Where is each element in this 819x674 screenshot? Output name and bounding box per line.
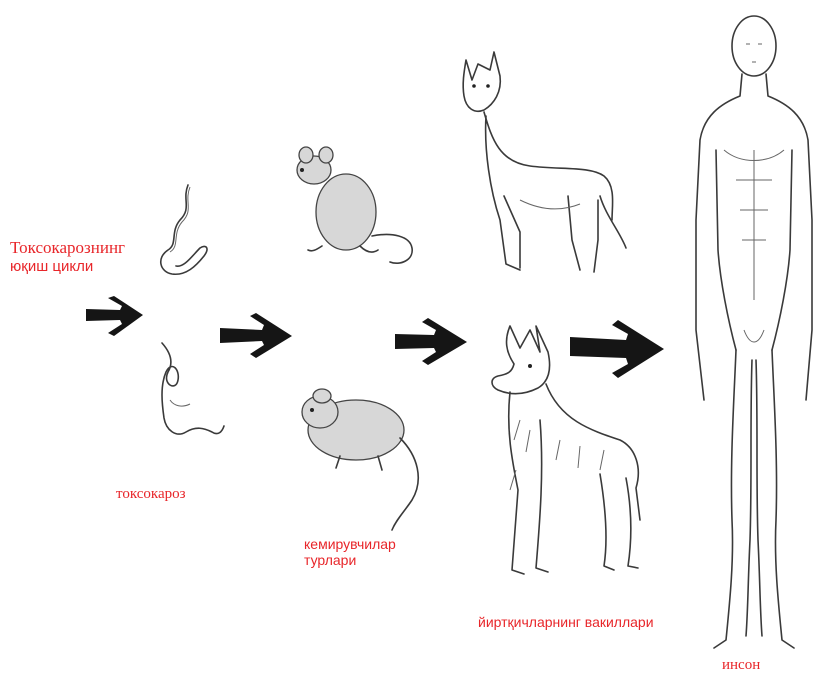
roundworm-lower-icon xyxy=(162,343,224,434)
cat-icon xyxy=(463,52,626,272)
dog-icon xyxy=(492,326,640,574)
diagram-title-line-1: Токсокарознинг xyxy=(10,238,125,258)
worms-label: токсокароз xyxy=(116,486,186,503)
human-label: инсон xyxy=(722,657,760,674)
rodents-label-line-2: турлари xyxy=(304,552,396,568)
arrow-2-icon xyxy=(220,313,292,358)
human-figure-icon xyxy=(696,16,812,648)
roundworm-upper-icon xyxy=(161,185,207,274)
rat-icon xyxy=(297,147,412,263)
diagram-title: Токсокарознинг юқиш цикли xyxy=(10,238,125,275)
diagram-title-line-2: юқиш цикли xyxy=(10,258,125,275)
rodents-label-line-1: кемирувчилар xyxy=(304,536,396,552)
mouse-icon xyxy=(302,389,418,530)
predators-label: йиртқичларнинг вакиллари xyxy=(478,614,654,630)
rodents-label: кемирувчилар турлари xyxy=(304,536,396,568)
arrow-3-icon xyxy=(395,318,467,365)
arrow-4-icon xyxy=(570,320,664,378)
arrow-1-icon xyxy=(86,296,143,336)
